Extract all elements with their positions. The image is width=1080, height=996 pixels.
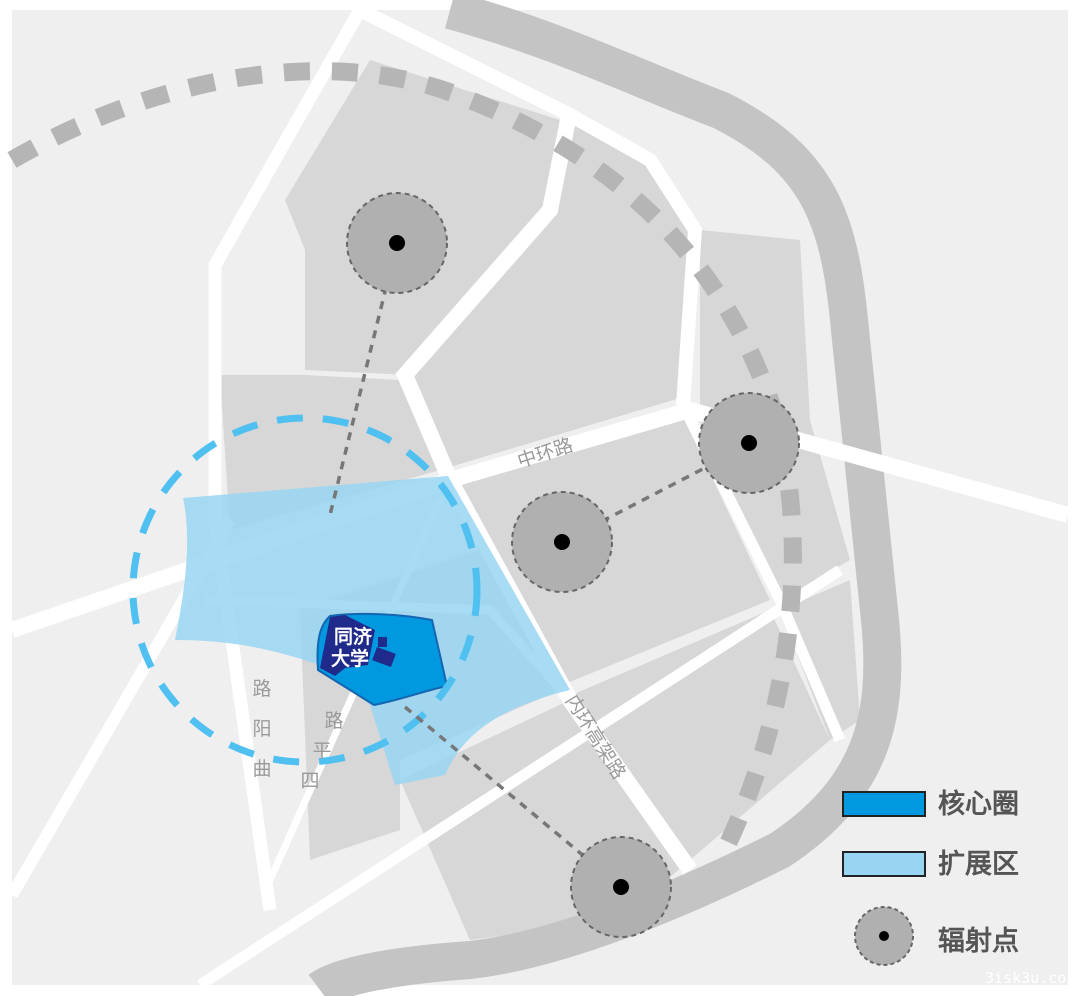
road-label-quyang: 路 阳 曲 bbox=[252, 678, 271, 780]
svg-text:路: 路 bbox=[324, 710, 343, 732]
campus-buildings bbox=[320, 615, 396, 676]
outer-ring-dashed bbox=[7, 62, 802, 865]
radiation-point bbox=[511, 491, 613, 593]
svg-text:路: 路 bbox=[252, 678, 271, 700]
radiation-point bbox=[570, 836, 672, 938]
svg-text:四: 四 bbox=[300, 770, 319, 792]
road-label-siping: 路 平 四 bbox=[300, 710, 343, 792]
legend-expansion-swatch bbox=[842, 851, 926, 877]
legend-core-swatch bbox=[842, 791, 926, 817]
radiation-points bbox=[346, 192, 800, 938]
river bbox=[308, 0, 902, 996]
svg-text:阳: 阳 bbox=[252, 718, 271, 740]
campus-label-2: 大学 bbox=[331, 647, 369, 670]
watermark: 3isk3u.co bbox=[985, 969, 1066, 987]
legend-expansion-label: 扩展区 bbox=[938, 849, 1019, 880]
legend-core-label: 核心圈 bbox=[938, 788, 1019, 820]
legend-radiation-label: 辐射点 bbox=[938, 926, 1019, 957]
campus-label-1: 同济 bbox=[334, 625, 373, 648]
radiation-point bbox=[346, 192, 448, 294]
svg-text:平: 平 bbox=[312, 740, 331, 762]
radiation-point bbox=[698, 392, 800, 494]
core-radius-circle bbox=[129, 414, 481, 766]
svg-text:曲: 曲 bbox=[252, 758, 271, 780]
legend: 核心圈 扩展区 辐射点 bbox=[842, 788, 1019, 966]
